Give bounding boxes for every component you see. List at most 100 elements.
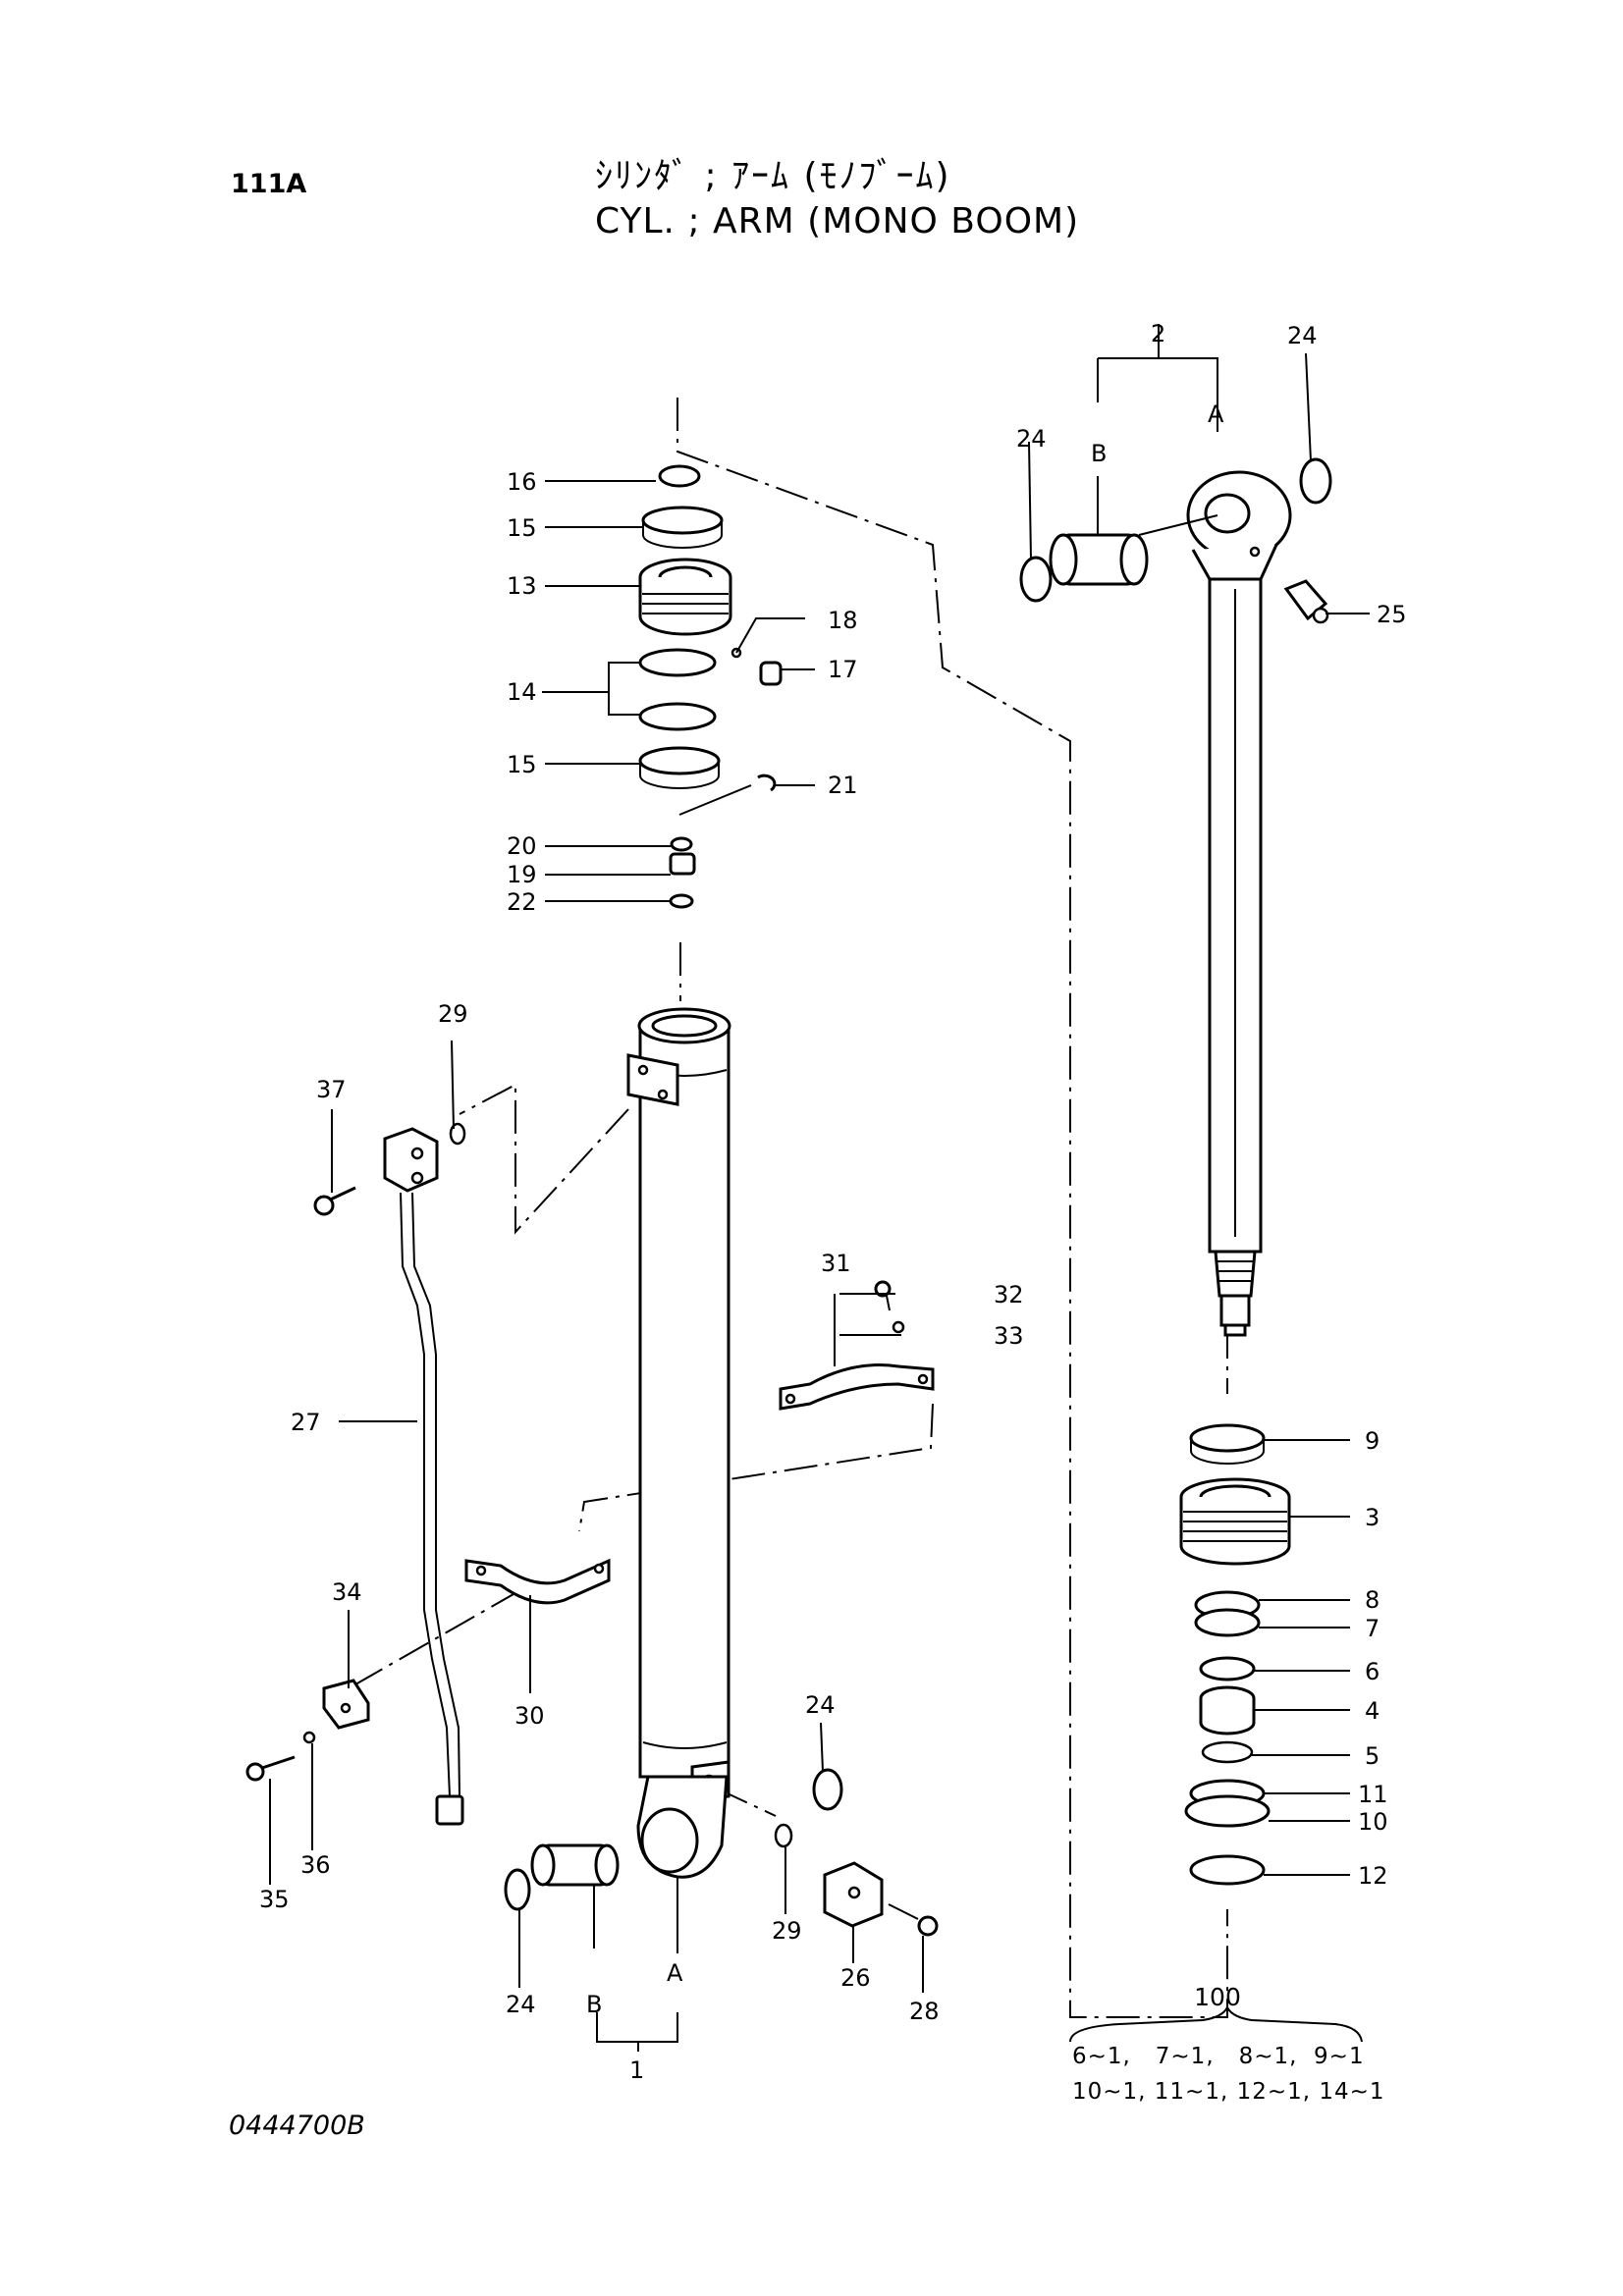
rod-eye-seal-right (1299, 457, 1332, 505)
seal-14-upper (638, 648, 717, 677)
ring-10 (1184, 1794, 1271, 1828)
leader-lines (269, 324, 1370, 2052)
callout-21: 21 (828, 772, 858, 799)
o-ring-29-top (449, 1122, 466, 1146)
callout-26: 26 (840, 1964, 871, 1992)
callout-a-rod: A (1208, 400, 1224, 428)
callout-6: 6 (1365, 1658, 1380, 1685)
washer-36 (302, 1731, 316, 1744)
callout-14: 14 (507, 678, 537, 706)
callout-12: 12 (1358, 1862, 1388, 1890)
callout-24-tube-right: 24 (805, 1691, 836, 1719)
kit-contents-line-2: 10~1, 11~1, 12~1, 14~1 (1072, 2079, 1385, 2105)
bushing-4 (1199, 1685, 1256, 1735)
callout-20: 20 (507, 832, 537, 860)
callout-33: 33 (994, 1322, 1024, 1350)
piston-3 (1179, 1477, 1291, 1566)
callout-2: 2 (1151, 320, 1165, 347)
callout-24-rod-left: 24 (1016, 425, 1047, 453)
callout-5: 5 (1365, 1742, 1380, 1770)
callout-7: 7 (1365, 1615, 1380, 1642)
tube-bushing (530, 1843, 620, 1887)
bolt-32 (874, 1280, 892, 1311)
piston-rod (1208, 572, 1263, 1337)
grease-fitting-25 (1283, 579, 1329, 624)
tube-seal-right (812, 1768, 843, 1811)
callout-28: 28 (909, 1998, 940, 2025)
callout-4: 4 (1365, 1697, 1380, 1725)
bolt-37 (313, 1186, 356, 1216)
callout-30: 30 (514, 1702, 545, 1730)
callout-10: 10 (1358, 1808, 1388, 1836)
callout-34: 34 (332, 1578, 362, 1606)
callout-32: 32 (994, 1281, 1024, 1308)
callout-18: 18 (828, 607, 858, 634)
ring-20 (670, 836, 693, 852)
callout-15-bottom: 15 (507, 751, 537, 778)
callout-29-top: 29 (438, 1000, 468, 1028)
callout-b-rod: B (1091, 440, 1107, 467)
kit-contents-line-1: 6~1, 7~1, 8~1, 9~1 (1072, 2044, 1365, 2069)
rod-eye (1186, 470, 1292, 581)
piston-ring-7 (1194, 1608, 1261, 1637)
cylinder-tube (637, 1007, 731, 1779)
callout-13: 13 (507, 572, 537, 600)
kit-number: 100 (1194, 1983, 1241, 2011)
clamp-31 (779, 1362, 935, 1411)
title-japanese: ｼﾘﾝﾀﾞ ; ｱｰﾑ (ﾓﾉﾌﾞｰﾑ) (595, 156, 951, 196)
callout-labels: 16 15 13 18 17 14 15 21 20 19 22 2 24 A … (259, 320, 1407, 2084)
bolt-35 (245, 1755, 296, 1782)
callout-3: 3 (1365, 1504, 1380, 1531)
callout-29-bottom: 29 (772, 1917, 802, 1945)
guide-line-bracket (348, 1589, 521, 1689)
callout-11: 11 (1358, 1781, 1388, 1808)
head-port-flange (626, 1053, 679, 1106)
callout-37: 37 (316, 1076, 347, 1103)
washer-22 (669, 893, 694, 909)
callout-24-rod-right: 24 (1287, 322, 1318, 349)
ring-6 (1199, 1656, 1256, 1682)
nut-19 (669, 852, 696, 876)
callout-8: 8 (1365, 1586, 1380, 1614)
backup-ring-15-bottom (638, 746, 721, 789)
bracket-34 (322, 1679, 370, 1730)
callout-24-tube-left: 24 (506, 1991, 536, 2018)
callout-16: 16 (507, 468, 537, 496)
split-flange-37 (383, 1127, 439, 1193)
callout-a-tube: A (667, 1959, 683, 1987)
ring-12 (1189, 1854, 1266, 1886)
callout-17: 17 (828, 656, 858, 683)
rod-eye-seal-left (1019, 556, 1053, 603)
clamp-30 (464, 1558, 611, 1605)
callout-31: 31 (821, 1250, 851, 1277)
o-ring-5 (1201, 1740, 1254, 1764)
snap-ring-21 (757, 774, 777, 792)
callout-9: 9 (1365, 1427, 1380, 1455)
cylinder-head-13 (638, 558, 732, 636)
callout-25: 25 (1377, 601, 1407, 628)
callout-27: 27 (291, 1409, 321, 1436)
callout-15-top: 15 (507, 514, 537, 542)
rod-bushing (1049, 533, 1149, 586)
page-number: 111A (231, 169, 307, 199)
guide-line-clamp (578, 1403, 934, 1532)
backup-ring-15-top (641, 506, 724, 549)
tube-clevis (636, 1775, 729, 1879)
split-flange-26 (823, 1861, 884, 1928)
callout-1: 1 (629, 2056, 644, 2084)
o-ring-29-bottom (774, 1823, 793, 1848)
tube-seal-left (504, 1868, 531, 1911)
callout-b-tube: B (586, 1991, 602, 2018)
piston-seal-9 (1189, 1423, 1266, 1465)
callout-22: 22 (507, 888, 537, 916)
bolt-28 (888, 1903, 939, 1937)
set-screw-17 (759, 661, 783, 686)
callout-36: 36 (300, 1851, 331, 1879)
washer-33 (892, 1320, 905, 1334)
pipe-27 (400, 1192, 464, 1826)
guide-line-pipe (459, 1083, 629, 1235)
drawing-number: 0444700B (229, 2110, 365, 2141)
callout-19: 19 (507, 861, 537, 888)
guide-line-rod-head (676, 398, 1228, 2018)
